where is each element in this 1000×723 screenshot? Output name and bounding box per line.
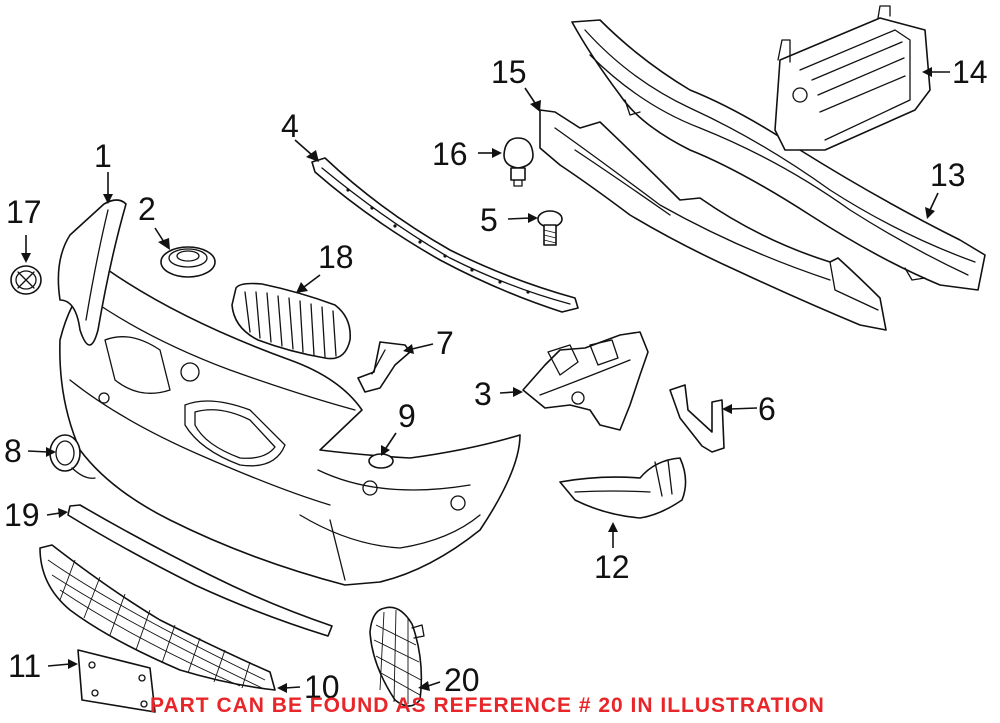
reference-notice: PART CAN BE FOUND AS REFERENCE # 20 IN I… [150, 694, 825, 717]
callout-12: 12 [594, 549, 630, 585]
part-14-bracket [774, 5, 931, 151]
part-12-air-duct [559, 457, 687, 519]
part-15-energy-absorber [539, 109, 887, 331]
callout-18: 18 [318, 239, 354, 275]
callout-14: 14 [952, 54, 988, 90]
part-2-grommet [160, 246, 216, 278]
callout-6: 6 [758, 391, 776, 427]
callout-11: 11 [8, 648, 42, 684]
callout-3: 3 [474, 376, 492, 412]
callout-15: 15 [491, 54, 527, 90]
part-20-fog-grille [369, 606, 425, 707]
leader-lines [21, 67, 950, 693]
part-18-kidney-grille [231, 282, 352, 360]
callout-16: 16 [432, 136, 468, 172]
callout-5: 5 [480, 202, 498, 238]
bumper-cover [59, 269, 521, 586]
part-5-bolt [537, 210, 563, 246]
part-13-reinforcement-bar [571, 19, 986, 291]
part-1-side-trim [57, 199, 127, 346]
part-7-bracket [357, 341, 411, 393]
part-16-push-clip [503, 137, 534, 187]
callout-19: 19 [4, 497, 40, 533]
part-19-lower-strip [67, 504, 333, 637]
callout-20: 20 [444, 662, 480, 698]
callout-17: 17 [6, 194, 42, 230]
callout-13: 13 [930, 157, 966, 193]
callout-1: 1 [94, 138, 112, 174]
part-10-lower-grille [39, 544, 276, 691]
callout-4: 4 [281, 108, 299, 144]
callout-10: 10 [304, 669, 340, 705]
part-17-badge [10, 265, 42, 295]
part-3-mount-bracket [522, 331, 649, 431]
callout-9: 9 [398, 398, 416, 434]
part-6-bracket [669, 384, 725, 453]
callout-7: 7 [436, 325, 454, 361]
part-11-plate [77, 649, 156, 713]
part-9-plug [368, 453, 394, 469]
part-4-trim-strip [311, 157, 579, 313]
callout-8: 8 [4, 433, 22, 469]
callout-2: 2 [138, 191, 156, 227]
